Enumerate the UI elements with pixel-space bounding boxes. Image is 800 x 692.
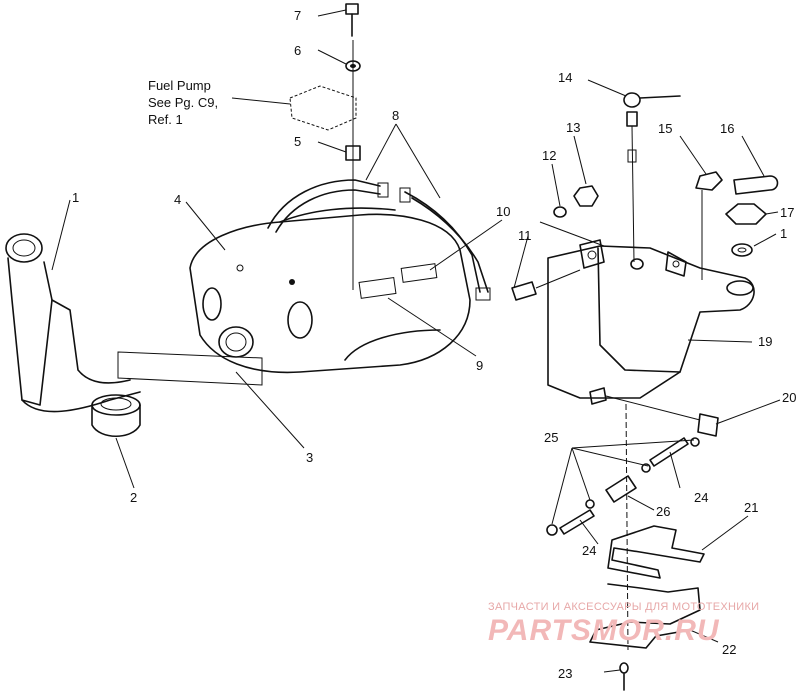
callout-14: 14 xyxy=(558,70,572,85)
callout-11: 11 xyxy=(518,228,532,243)
oil-tank xyxy=(547,239,755,399)
note-line-1: Fuel Pump xyxy=(148,78,211,93)
callout-24b: 24 xyxy=(582,543,596,558)
note-line-3: Ref. 1 xyxy=(148,112,183,127)
callout-6: 6 xyxy=(294,43,301,58)
bracket-21 xyxy=(607,525,705,579)
callout-25: 25 xyxy=(544,430,558,445)
callout-21: 21 xyxy=(744,500,758,515)
bolt-stack xyxy=(345,3,361,290)
sender-14 xyxy=(623,92,681,263)
mount-plate xyxy=(117,351,263,386)
callout-20: 20 xyxy=(782,390,796,405)
fittings-left xyxy=(511,185,605,301)
callout-3: 3 xyxy=(306,450,313,465)
leader-lines xyxy=(51,9,781,673)
callout-5: 5 xyxy=(294,134,301,149)
callout-23: 23 xyxy=(558,666,572,681)
callout-18: 1 xyxy=(780,226,787,241)
callout-12: 12 xyxy=(542,148,556,163)
callout-8: 8 xyxy=(392,108,399,123)
callout-22: 22 xyxy=(722,642,736,657)
watermark-brand: PARTSMOR.RU xyxy=(488,614,720,647)
callout-1: 1 xyxy=(72,190,79,205)
callout-13: 13 xyxy=(566,120,580,135)
note-line-2: See Pg. C9, xyxy=(148,95,218,110)
callout-15: 15 xyxy=(658,121,672,136)
callout-9: 9 xyxy=(476,358,483,373)
callout-7: 7 xyxy=(294,8,301,23)
cap-17 xyxy=(725,203,767,257)
callout-10: 10 xyxy=(496,204,510,219)
grommet xyxy=(91,394,141,437)
fuel-pump-outline xyxy=(289,85,357,131)
filler-neck xyxy=(5,233,141,413)
fuel-line-assembly xyxy=(546,387,719,651)
callout-26: 26 xyxy=(656,504,670,519)
callout-16: 16 xyxy=(720,121,734,136)
callout-17: 17 xyxy=(780,205,794,220)
watermark-caption: ЗАПЧАСТИ И АКСЕССУАРЫ ДЛЯ МОТОТЕХНИКИ xyxy=(488,601,759,613)
callout-19: 19 xyxy=(758,334,772,349)
vent-hoses xyxy=(267,179,491,301)
fuel-tank xyxy=(189,207,471,374)
callout-2: 2 xyxy=(130,490,137,505)
pin-23 xyxy=(619,662,629,691)
callout-24a: 24 xyxy=(694,490,708,505)
callout-4: 4 xyxy=(174,192,181,207)
bracket-22 xyxy=(589,583,701,649)
elbow-hose xyxy=(695,171,779,280)
